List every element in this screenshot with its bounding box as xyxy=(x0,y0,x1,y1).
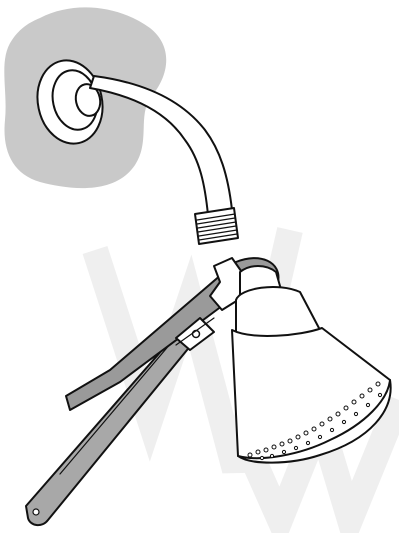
pipe-threads xyxy=(195,208,238,244)
shower-head-icon xyxy=(232,266,391,463)
